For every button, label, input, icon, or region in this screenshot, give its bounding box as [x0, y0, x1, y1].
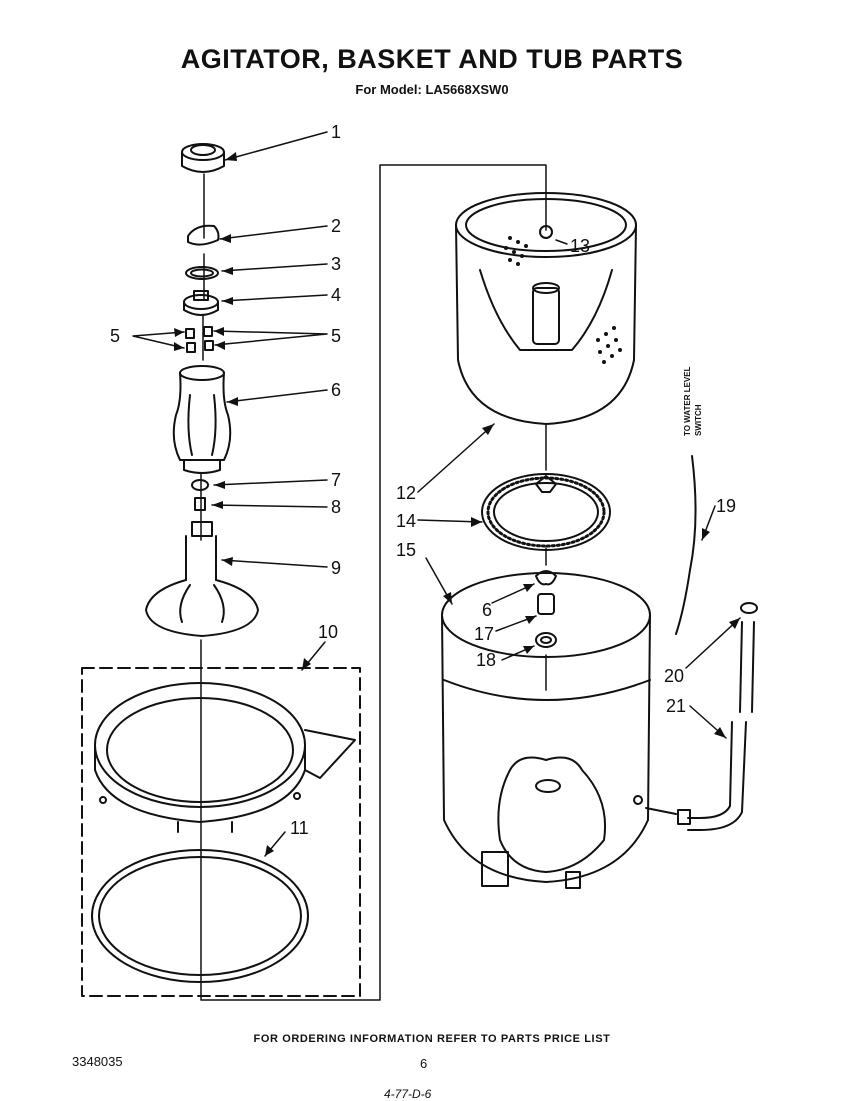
- model-subtitle: For Model: LA5668XSW0: [355, 82, 509, 97]
- leader-lines: [132, 131, 741, 857]
- tub-ring-part: [94, 682, 356, 833]
- callout-7: 7: [331, 470, 341, 490]
- callout-2: 2: [331, 216, 341, 236]
- callout-4: 4: [331, 285, 341, 305]
- water-level-label-line1: TO WATER LEVEL: [683, 366, 692, 436]
- callout-9: 9: [331, 558, 341, 578]
- arrow-heads: [174, 152, 740, 856]
- outer-tub-part: [441, 572, 677, 889]
- agitator-base-part: [145, 521, 259, 637]
- dogs-part: [185, 326, 214, 353]
- ring-part: [185, 266, 219, 280]
- basket-part: [455, 192, 637, 425]
- callout-11: 11: [290, 818, 309, 838]
- basket-perforations: [504, 236, 622, 364]
- callout-14: 14: [396, 511, 416, 531]
- agitator-cap-part: [181, 143, 225, 173]
- pressure-hose-part: [675, 455, 697, 635]
- callout-1: 1: [331, 122, 341, 142]
- callout-17: 17: [474, 624, 494, 644]
- document-number: 3348035: [72, 1054, 123, 1069]
- callout-5-right: 5: [331, 326, 341, 346]
- tub-seal-part: [91, 849, 309, 983]
- balance-ring-part: [481, 473, 611, 551]
- water-level-switch-label: TO WATER LEVEL SWITCH: [683, 366, 703, 436]
- hub-components-part: [535, 570, 557, 648]
- page-number: 6: [420, 1056, 428, 1071]
- water-level-label-line2: SWITCH: [694, 404, 703, 436]
- bushing-part: [194, 497, 206, 511]
- callout-20: 20: [664, 666, 684, 686]
- callout-labels: 1 2 3 4 5 5 6 7 8 9 10 11 12 13 14 15 6 …: [110, 122, 736, 838]
- callout-19: 19: [716, 496, 736, 516]
- callout-16: 6: [482, 600, 492, 620]
- page-title: AGITATOR, BASKET AND TUB PARTS: [180, 44, 684, 74]
- seal-part: [191, 479, 209, 491]
- callout-8: 8: [331, 497, 341, 517]
- ordering-info-note: FOR ORDERING INFORMATION REFER TO PARTS …: [253, 1033, 611, 1045]
- callout-6: 6: [331, 380, 341, 400]
- callout-12: 12: [396, 483, 416, 503]
- callout-18: 18: [476, 650, 496, 670]
- callout-5-left: 5: [110, 326, 120, 346]
- cam-part: [187, 224, 220, 246]
- tub-ring-dashed-frame: [81, 667, 361, 997]
- callout-15: 15: [396, 540, 416, 560]
- callout-21: 21: [666, 696, 686, 716]
- callout-10: 10: [318, 622, 338, 642]
- date-code: 4-77-D-6: [384, 1087, 432, 1101]
- left-assembly-centerline: [200, 164, 547, 1001]
- drain-hose-parts: [677, 602, 758, 831]
- cam-driver-part: [183, 290, 219, 316]
- callout-3: 3: [331, 254, 341, 274]
- agitator-barrel-part: [172, 365, 232, 474]
- callout-13: 13: [570, 236, 590, 256]
